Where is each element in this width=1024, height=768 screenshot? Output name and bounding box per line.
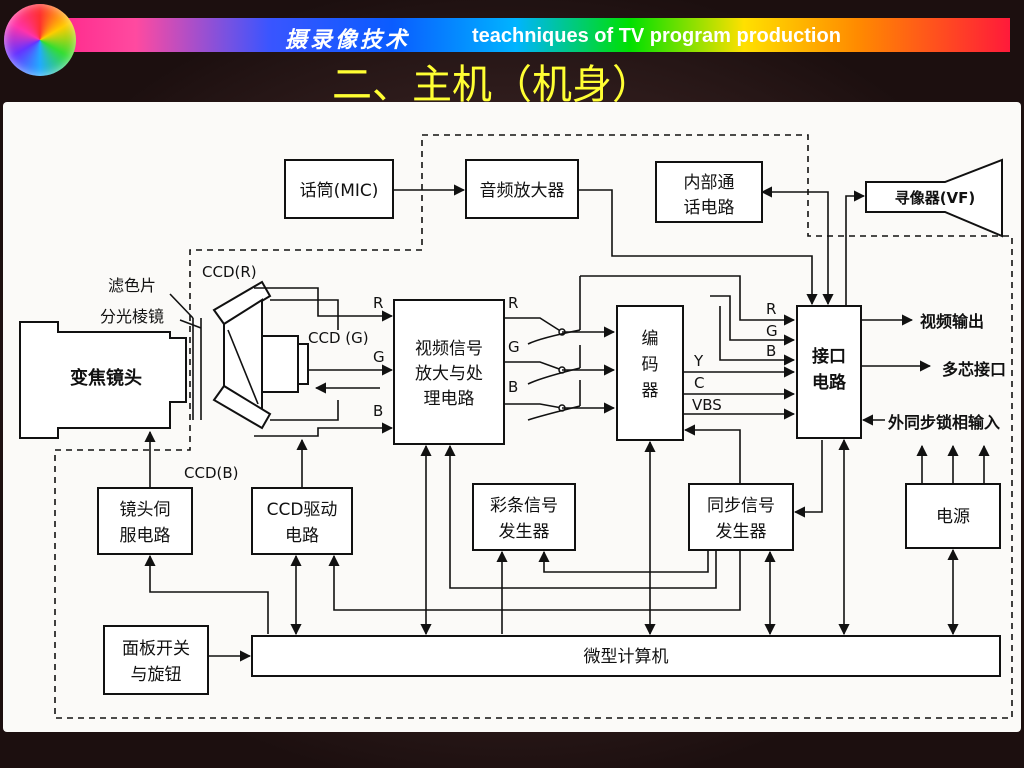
wire-iface-sync xyxy=(793,440,823,518)
ccd-driver-label-2: 电路 xyxy=(285,526,319,546)
wire-sync-encoder xyxy=(683,424,741,484)
color-bar-label-1: 彩条信号 xyxy=(490,496,558,516)
sw-b-label: B xyxy=(508,378,518,396)
mic-box xyxy=(284,159,394,219)
intercom-label-2: 话电路 xyxy=(684,198,735,218)
lens-servo-label-2: 服电路 xyxy=(120,526,171,546)
rgb-in-b: B xyxy=(373,402,383,420)
ccd-b-label: CCD(B) xyxy=(184,464,239,482)
mic-label: 话筒(MIC) xyxy=(300,181,379,201)
encoder-label-2: 码 xyxy=(642,355,659,375)
header-subtitle: teachniques of TV program production xyxy=(472,25,841,47)
intercom-label-1: 内部通 xyxy=(684,173,735,193)
viewfinder-label: 寻像器(VF) xyxy=(895,189,976,207)
filter-label: 滤色片 xyxy=(108,276,156,295)
prism-pointer xyxy=(179,319,202,329)
rgb-in-g: G xyxy=(373,348,385,366)
lens-shape xyxy=(19,321,187,439)
logo-orb-icon xyxy=(4,4,76,76)
encoder-box xyxy=(616,305,684,441)
video-proc-box xyxy=(393,299,505,445)
sync-gen-box xyxy=(688,483,794,551)
sync-gen-label-1: 同步信号 xyxy=(707,496,775,516)
brand-title: 摄录像技术 xyxy=(285,27,411,53)
viewfinder-shape xyxy=(865,158,1003,238)
video-proc-label-1: 视频信号 xyxy=(415,339,483,359)
ccd-r-label: CCD(R) xyxy=(202,263,257,281)
microcomputer-label: 微型计算机 xyxy=(584,647,669,667)
wire-intercom-iface xyxy=(760,186,834,306)
lens-servo-box xyxy=(97,487,193,555)
wire-drive-b xyxy=(270,400,339,421)
sync-gen-label-2: 发生器 xyxy=(716,522,767,542)
wire-mc-servo xyxy=(144,554,269,634)
interface-label-2: 电路 xyxy=(812,372,847,393)
rgb-switches xyxy=(504,276,616,421)
ccd-g-label: CCD (G) xyxy=(308,329,369,347)
ccd-driver-box xyxy=(251,487,353,555)
interface-label-1: 接口 xyxy=(812,346,846,367)
sw-g-label: G xyxy=(508,338,520,356)
color-bar-label-2: 发生器 xyxy=(499,522,550,542)
encoder-label-1: 编 xyxy=(642,329,659,349)
wire-iface-g xyxy=(710,295,796,346)
sw-r-label: R xyxy=(508,294,518,312)
filter-pointer xyxy=(169,293,194,319)
y-label: Y xyxy=(693,352,704,370)
color-bar-box xyxy=(472,483,576,551)
panel-box xyxy=(103,625,209,695)
iface-g-label: G xyxy=(766,322,778,340)
audio-amp-label: 音频放大器 xyxy=(480,181,565,201)
prism-assembly xyxy=(212,280,309,430)
ccd-driver-label-1: CCD驱动 xyxy=(267,500,338,520)
page-title-text: 二、主机（机身） xyxy=(332,62,652,108)
wire-sync-colorbar xyxy=(538,550,709,573)
wire-iface-r xyxy=(580,275,796,326)
vbs-label: VBS xyxy=(692,396,722,414)
lens-label: 变焦镜头 xyxy=(70,367,142,389)
wire-ccd-b xyxy=(254,422,394,437)
lens-servo-label-1: 镜头伺 xyxy=(120,500,171,520)
multi-connector-label: 多芯接口 xyxy=(942,360,1006,379)
video-proc-label-3: 理电路 xyxy=(424,389,475,409)
prism-label: 分光棱镜 xyxy=(100,307,164,326)
encoder-label-3: 器 xyxy=(642,381,659,401)
wire-sync-video xyxy=(444,444,717,589)
wire-iface-b xyxy=(719,306,796,366)
interface-box xyxy=(796,305,862,439)
header-rainbow-bar xyxy=(60,18,1010,52)
genlock-label: 外同步锁相输入 xyxy=(887,413,1000,432)
video-out-label: 视频输出 xyxy=(920,312,984,331)
wire-drive-r xyxy=(270,299,339,330)
c-label: C xyxy=(694,374,704,392)
wire-ccd-r xyxy=(254,287,394,322)
rgb-in-r: R xyxy=(373,294,383,312)
audio-amp-box xyxy=(465,159,579,219)
power-label: 电源 xyxy=(936,507,970,527)
iface-r-label: R xyxy=(766,300,776,318)
video-proc-label-2: 放大与处 xyxy=(415,364,483,384)
page-title: 二、主机（机身） xyxy=(0,52,1024,110)
panel-label-1: 面板开关 xyxy=(122,639,190,659)
microcomputer-box xyxy=(251,635,1001,677)
panel-label-2: 与旋钮 xyxy=(131,665,182,685)
wire-sync-driver xyxy=(328,550,741,611)
wire-iface-vf xyxy=(845,190,866,306)
iface-b-label: B xyxy=(766,342,776,360)
